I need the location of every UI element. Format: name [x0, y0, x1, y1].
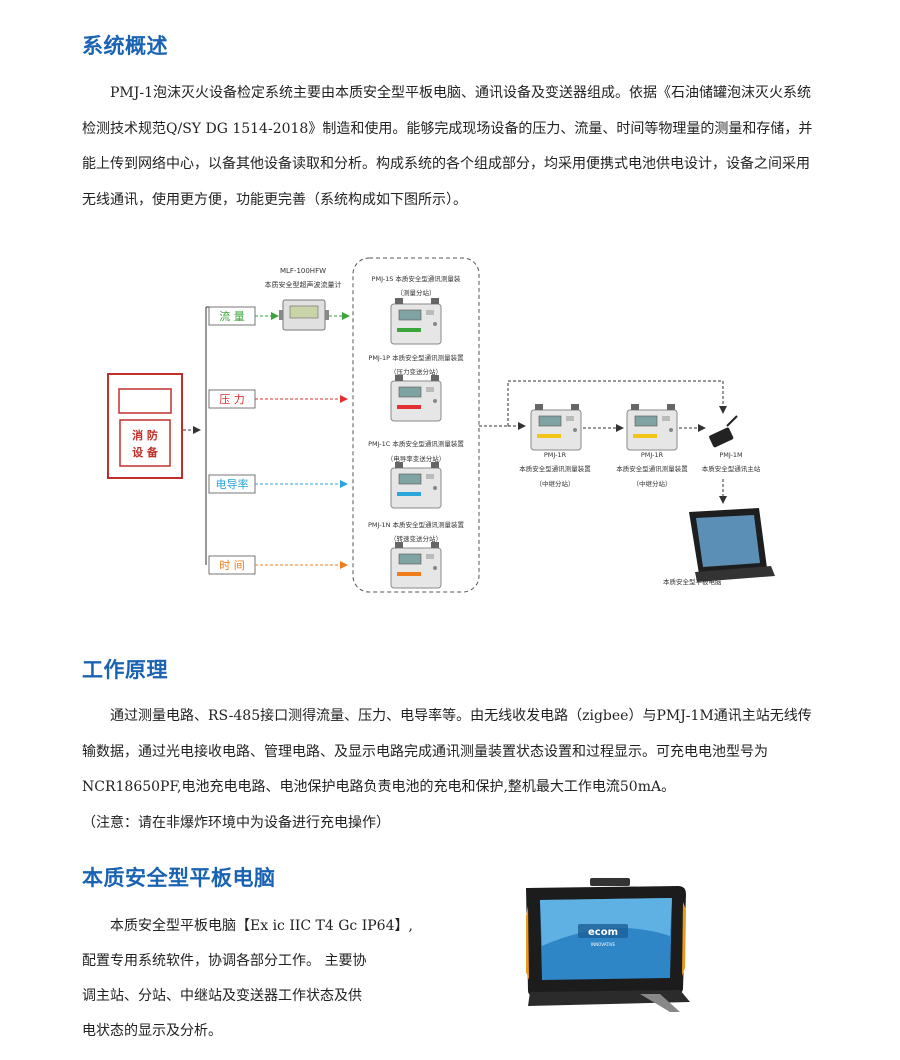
relay-2-desc: 本质安全型通讯测量装置 — [616, 464, 688, 473]
tablet-desc-line-1: 本质安全型平板电脑【Ex ic IIC T4 Gc IP64】, — [110, 918, 413, 934]
tablet-desc-line-2: 配置专用系统软件，协调各部分工作。 主要协 — [82, 953, 367, 969]
station-pmj-1p: PMJ-1P 本质安全型通讯测量装置 （压力变送分站） — [368, 353, 464, 422]
tablet-desc-line-3: 调主站、分站、中继站及变送器工作状态及供 — [82, 988, 362, 1004]
fire-device-label-1: 消 防 — [132, 428, 158, 442]
station-1-title: PMJ-1S 本质安全型通讯测量装 — [372, 274, 461, 283]
input-label-time: 时 间 — [219, 559, 245, 572]
master-station: PMJ-1M 本质安全型通讯主站 — [702, 415, 761, 473]
charging-note: （注意：请在非爆炸环境中为设备进行充电操作） — [82, 815, 390, 831]
station-3-title: PMJ-1C 本质安全型通讯测量装置 — [368, 439, 464, 448]
input-label-pressure: 压 力 — [219, 393, 245, 406]
input-label-flow: 流 量 — [219, 309, 245, 323]
relay-1-desc: 本质安全型通讯测量装置 — [519, 464, 591, 473]
input-label-conductivity: 电导率 — [216, 477, 249, 491]
tablet-description: 本质安全型平板电脑【Ex ic IIC T4 Gc IP64】, 配置专用系统软… — [82, 909, 462, 1049]
section-title-tablet: 本质安全型平板电脑 — [82, 866, 276, 890]
fire-device: 消 防 设 备 — [107, 373, 183, 479]
input-time: 时 间 — [208, 555, 348, 575]
tablet-caption: 本质安全型平板电脑 — [663, 577, 722, 586]
station-4-sub: （转速变送分站） — [390, 534, 442, 543]
station-pmj-1n: PMJ-1N 本质安全型通讯测量装置 （转速变送分站） — [368, 520, 465, 589]
relay-station-1: PMJ-1R 本质安全型通讯测量装置 （中继分站） — [519, 403, 591, 488]
relay-station-2: PMJ-1R 本质安全型通讯测量装置 （中继分站） — [616, 403, 688, 488]
principle-paragraph: 通过测量电路、RS-485接口测得流量、压力、电导率等。由无线收发电路（zigb… — [82, 708, 812, 796]
station-2-sub: （压力变送分站） — [390, 367, 442, 376]
master-desc: 本质安全型通讯主站 — [702, 464, 761, 473]
ultrasonic-flowmeter: MLF-100HFW 本质安全型超声波流量计 — [265, 267, 350, 331]
fire-device-label-2: 设 备 — [132, 445, 159, 459]
tablet-photo: ecom INNOVATIVE — [526, 878, 690, 1012]
section-title-principle: 工作原理 — [82, 658, 168, 682]
input-pressure: 压 力 — [208, 389, 348, 409]
station-1-sub: （测量分站） — [397, 288, 436, 297]
input-conductivity: 电导率 — [208, 474, 348, 494]
relay-1-model: PMJ-1R — [544, 451, 567, 459]
relay-1-sub: （中继分站） — [536, 479, 575, 488]
input-flow: 流 量 — [206, 306, 279, 326]
station-3-sub: （电导率变送分站） — [387, 454, 446, 463]
overview-paragraph: PMJ-1泡沫灭火设备检定系统主要由本质安全型平板电脑、通讯设备及变送器组成。依… — [82, 85, 813, 208]
station-2-title: PMJ-1P 本质安全型通讯测量装置 — [368, 353, 464, 362]
flowmeter-desc: 本质安全型超声波流量计 — [265, 280, 342, 289]
station-pmj-1s: PMJ-1S 本质安全型通讯测量装 （测量分站） — [372, 274, 461, 345]
tablet-brand: INNOVATIVE — [591, 942, 616, 947]
relay-2-model: PMJ-1R — [641, 451, 664, 459]
master-model: PMJ-1M — [719, 451, 742, 459]
station-pmj-1c: PMJ-1C 本质安全型通讯测量装置 （电导率变送分站） — [368, 439, 464, 509]
tablet-logo: ecom — [588, 927, 618, 938]
station-4-title: PMJ-1N 本质安全型通讯测量装置 — [368, 520, 465, 529]
flowmeter-model: MLF-100HFW — [280, 267, 326, 275]
diagram-tablet: 本质安全型平板电脑 — [663, 508, 775, 586]
system-diagram: 消 防 设 备 流 量 压 力 电导率 时 间 MLF-100HFW 本质安全型… — [107, 257, 775, 593]
section-title-overview: 系统概述 — [82, 34, 168, 58]
relay-2-sub: （中继分站） — [633, 479, 672, 488]
tablet-desc-line-4: 电状态的显示及分析。 — [82, 1023, 222, 1039]
